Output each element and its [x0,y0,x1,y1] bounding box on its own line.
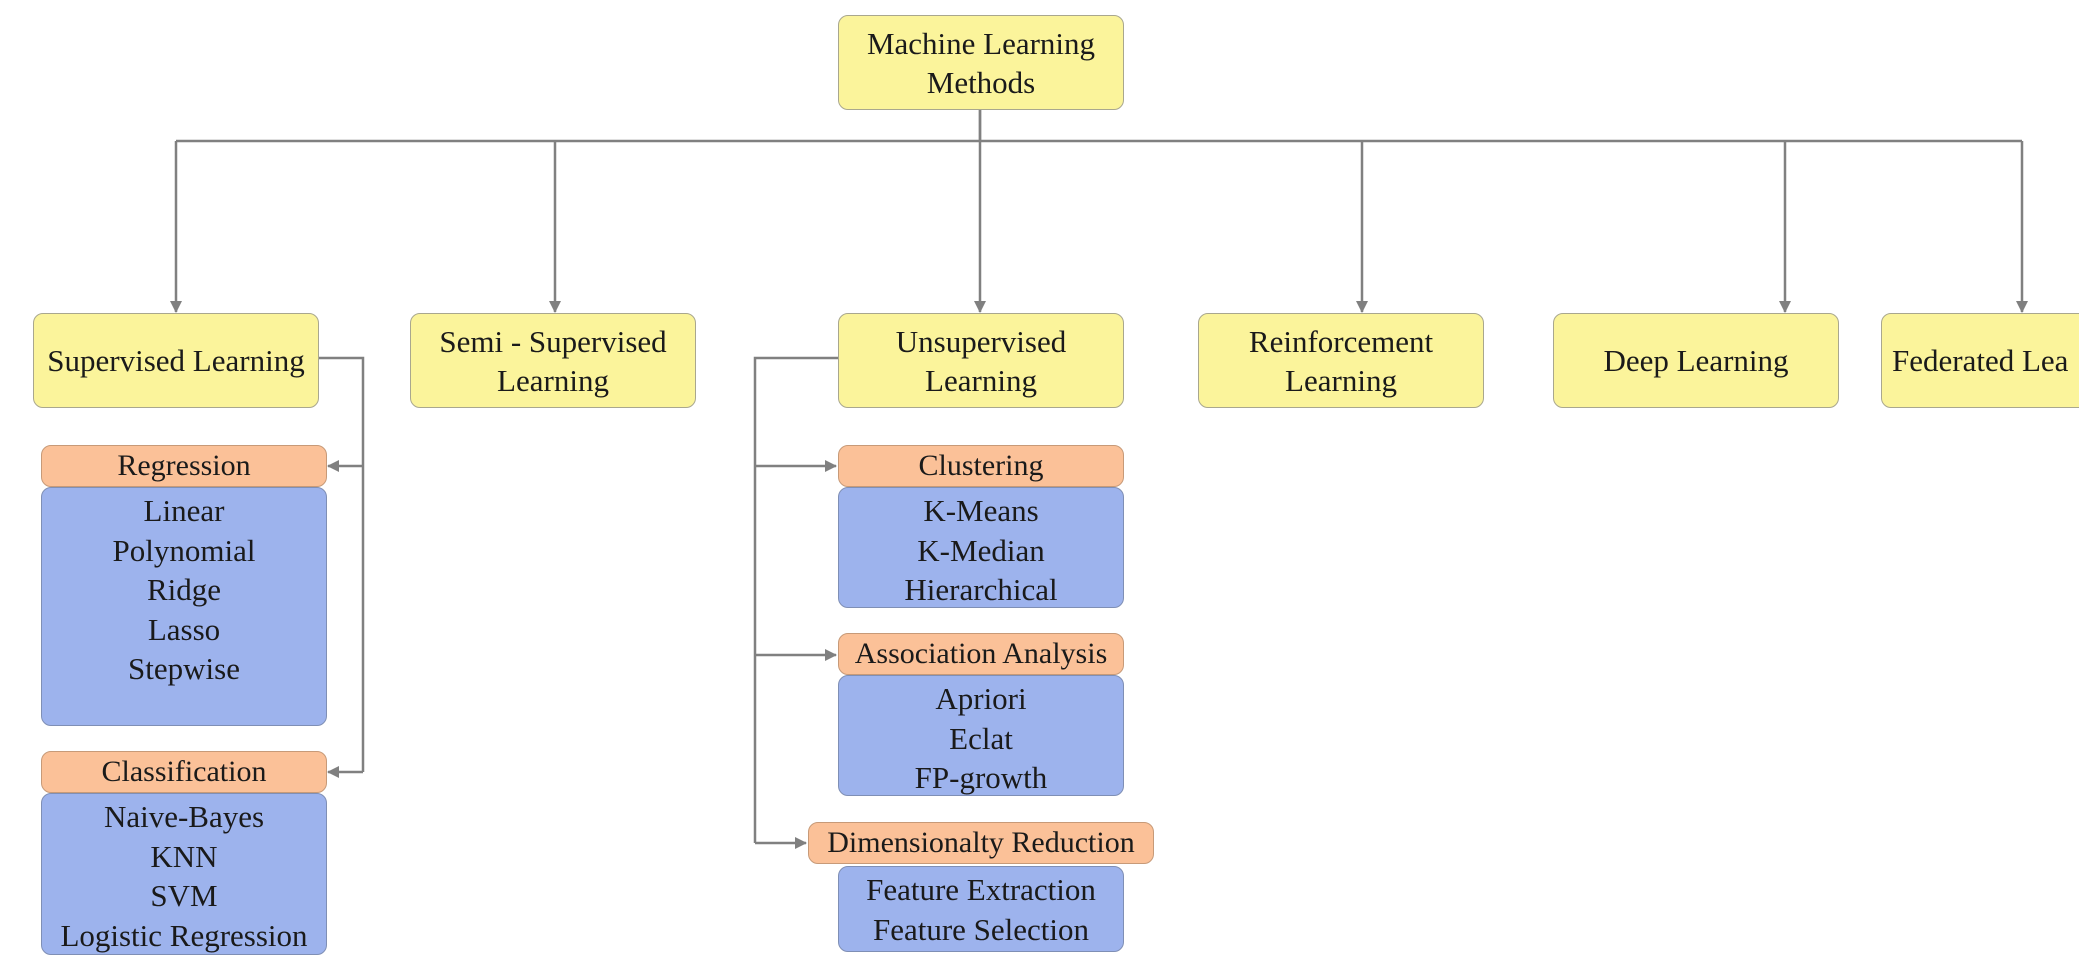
group-items-dimensionality-reduction: Feature Extraction Feature Selection [838,866,1124,952]
group-item: Polynomial [112,532,256,568]
group-items-clustering: K-Means K-Median Hierarchical [838,487,1124,608]
group-item: Hierarchical [904,572,1058,607]
category-label: Supervised Learning [47,343,305,378]
group-title-classification: Classification [41,751,327,793]
supervised-bracket-line [319,356,365,772]
group-items-regression: Linear Polynomial Ridge Lasso Stepwise [41,487,327,726]
group-item: Ridge [146,572,222,607]
category-supervised-learning: Supervised Learning [33,313,319,408]
group-item: KNN [150,838,218,874]
category-unsupervised-learning: Unsupervised Learning [838,313,1124,408]
group-item: SVM [150,878,218,913]
category-semi-supervised-learning: Semi - Supervised Learning [410,313,696,408]
group-item: K-Means [923,493,1039,528]
category-reinforcement-learning: Reinforcement Learning [1198,313,1484,408]
category-label-line-2: Learning [925,362,1037,398]
group-title-association-analysis: Association Analysis [838,633,1124,675]
group-item: Eclat [949,720,1013,756]
group-item: Feature Selection [872,911,1090,947]
group-title-label: Classification [101,755,267,788]
group-title-label: Regression [117,449,251,482]
unsupervised-bracket-line [753,356,838,843]
group-title-regression: Regression [41,445,327,487]
group-item: Linear [143,493,225,528]
root-label-line-1: Machine Learning [866,25,1096,61]
group-item: Feature Extraction [866,872,1096,907]
group-item: FP-growth [914,760,1048,795]
group-item: Apriori [935,681,1027,716]
category-label-line-2: Learning [497,362,609,398]
group-item: Lasso [147,611,221,647]
group-title-label: Association Analysis [854,637,1108,670]
group-title-label: Dimensionalty Reduction [827,826,1135,859]
category-federated-learning: Federated Lea [1881,313,2079,408]
group-title-clustering: Clustering [838,445,1124,487]
group-item: K-Median [917,532,1045,568]
group-title-dimensionality-reduction: Dimensionalty Reduction [808,822,1154,864]
category-deep-learning: Deep Learning [1553,313,1839,408]
root-label-line-2: Methods [926,64,1036,100]
category-label: Federated Lea [1892,343,2069,378]
category-label-line-1: Unsupervised [895,323,1067,359]
group-item: Stepwise [128,651,240,686]
group-item: Naive-Bayes [103,799,265,834]
category-label-line-1: Reinforcement [1248,323,1434,359]
category-label: Deep Learning [1603,343,1789,378]
category-label-line-1: Semi - Supervised [439,323,667,359]
group-item: Logistic Regression [60,917,308,953]
category-label-line-2: Learning [1285,362,1397,398]
group-items-association-analysis: Apriori Eclat FP-growth [838,675,1124,796]
group-items-classification: Naive-Bayes KNN SVM Logistic Regression [41,793,327,955]
group-title-label: Clustering [918,449,1044,482]
root-node-machine-learning-methods: Machine Learning Methods [838,15,1124,110]
